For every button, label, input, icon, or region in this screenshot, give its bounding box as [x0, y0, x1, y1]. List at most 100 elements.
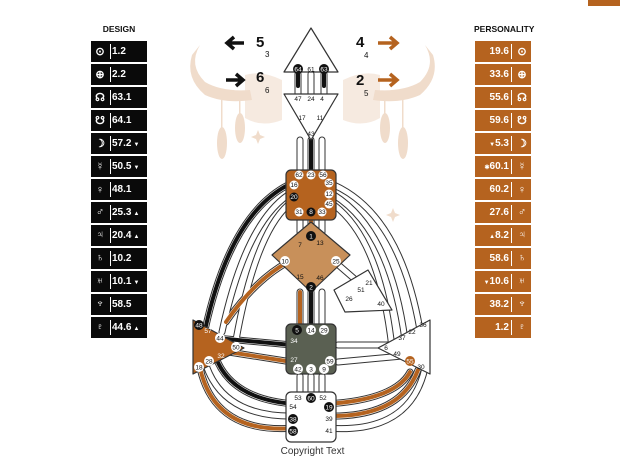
gate-49: 49: [393, 351, 401, 358]
direction-arrow-icon: ▲: [489, 233, 496, 240]
design-value: 2.2: [112, 69, 126, 81]
personality-value: 60.2: [489, 184, 509, 195]
personality-row-uranus[interactable]: ▼10.6♅: [475, 270, 531, 293]
design-value: 44.6: [112, 321, 132, 333]
star-icon: ✱: [484, 165, 490, 172]
design-value: 25.3: [112, 206, 132, 218]
pluto-icon: ♇: [517, 321, 527, 334]
direction-arrow-icon: ▼: [133, 279, 140, 286]
personality-row-saturn[interactable]: 58.6♄: [475, 247, 531, 270]
design-row-uranus[interactable]: ♅10.1▼: [91, 270, 147, 293]
gate-45: 45: [325, 201, 333, 208]
gate-31: 31: [295, 209, 303, 216]
design-value: 1.2: [112, 46, 126, 58]
pluto-icon: ♇: [95, 321, 105, 334]
arrow-right-icon: [378, 72, 400, 88]
gate-29: 29: [320, 328, 328, 335]
personality-row-jupiter[interactable]: ▲8.2♃: [475, 224, 531, 247]
jupiter-icon: ♃: [517, 229, 527, 242]
personality-row-venus[interactable]: 60.2 ♀: [475, 178, 531, 201]
gate-23: 23: [307, 172, 315, 179]
design-value: 63.1: [112, 92, 132, 104]
gate-11: 11: [317, 115, 324, 122]
variable-top-right-big: 4: [356, 34, 365, 51]
gate-58: 58: [289, 429, 297, 436]
gate-48: 48: [195, 323, 203, 330]
personality-row-mercury[interactable]: ✱60.1 ☿: [475, 155, 531, 178]
design-row-neptune[interactable]: ♆58.5: [91, 293, 147, 316]
mars-icon: ♂: [517, 206, 527, 219]
design-row-mercury[interactable]: ☿50.5▼: [91, 155, 147, 178]
north-node-icon: ☊: [95, 92, 105, 105]
design-row-saturn[interactable]: ♄ 10.2: [91, 247, 147, 270]
corner-accent-tab[interactable]: [588, 0, 620, 6]
personality-row-south-node[interactable]: 59.6☋: [475, 109, 531, 132]
saturn-icon: ♄: [95, 252, 105, 265]
neptune-icon: ♆: [95, 298, 105, 311]
mercury-icon: ☿: [95, 160, 105, 173]
personality-value: 19.6: [489, 46, 509, 58]
design-value: 20.4: [112, 229, 132, 241]
mercury-icon: ☿: [517, 160, 527, 173]
design-row-pluto[interactable]: ♇44.6▲: [91, 316, 147, 338]
personality-row-moon[interactable]: ▼5.3☽: [475, 132, 531, 155]
design-row-south-node[interactable]: ☋64.1: [91, 109, 147, 132]
gate-41: 41: [325, 428, 333, 435]
gate-4: 4: [320, 96, 324, 103]
personality-value: 10.6: [489, 275, 509, 287]
variable-bottom-left-big: 6: [256, 69, 264, 86]
design-row-north-node[interactable]: ☊ 63.1: [91, 86, 147, 109]
design-row-earth[interactable]: ⊕ 2.2: [91, 63, 147, 86]
gate-59: 59: [326, 359, 334, 366]
gate-8: 8: [309, 209, 313, 216]
variable-bottom-right-small: 5: [364, 89, 369, 98]
personality-row-sun[interactable]: 19.6⊙: [475, 41, 531, 63]
uranus-icon: ♅: [95, 275, 105, 288]
personality-row-earth[interactable]: 33.6⊕: [475, 63, 531, 86]
gate-56: 56: [319, 172, 327, 179]
personality-row-mars[interactable]: 27.6♂: [475, 201, 531, 224]
gate-12: 12: [325, 191, 333, 198]
gate-27: 27: [290, 357, 298, 364]
gate-15: 15: [296, 274, 304, 281]
gate-10: 10: [281, 259, 289, 266]
design-row-sun[interactable]: ⊙1.2: [91, 41, 147, 63]
ajna-center: [283, 93, 339, 141]
gate-3: 3: [309, 367, 313, 374]
earth-icon: ⊕: [95, 69, 105, 82]
gate-17: 17: [298, 115, 306, 122]
arrow-right-icon: [226, 72, 246, 88]
gate-52: 52: [319, 395, 327, 402]
personality-value: 1.2: [495, 321, 509, 333]
venus-icon: ♀: [517, 183, 527, 196]
gate-38: 38: [289, 417, 297, 424]
personality-planet-list: 19.6⊙ 33.6⊕ 55.6☊ 59.6☋ ▼5.3☽ ✱60.1 ☿ 60.…: [475, 41, 531, 340]
personality-row-north-node[interactable]: 55.6☊: [475, 86, 531, 109]
design-row-jupiter[interactable]: ♃20.4▲: [91, 224, 147, 247]
south-node-icon: ☋: [95, 115, 105, 128]
moon-icon: ☽: [95, 138, 105, 151]
gate-26: 26: [345, 296, 353, 303]
gate-60: 60: [307, 396, 315, 403]
design-row-mars[interactable]: ♂25.3▲: [91, 201, 147, 224]
design-row-moon[interactable]: ☽57.2▼: [91, 132, 147, 155]
personality-value: 60.1: [489, 161, 509, 173]
gate-16: 16: [290, 182, 298, 189]
gate-50: 50: [232, 345, 240, 352]
gate-62: 62: [295, 172, 303, 179]
personality-row-neptune[interactable]: 38.2♆: [475, 293, 531, 316]
design-value: 10.2: [112, 252, 132, 264]
gate-47: 47: [294, 96, 302, 103]
gate-53: 53: [294, 395, 302, 402]
gate-28: 28: [205, 359, 213, 366]
personality-value: 33.6: [489, 69, 509, 81]
mars-icon: ♂: [95, 206, 105, 219]
design-row-venus[interactable]: ♀48.1: [91, 178, 147, 201]
personality-value: 55.6: [489, 92, 509, 104]
gate-33: 33: [318, 209, 326, 216]
arrow-left-icon: [224, 35, 244, 51]
gate-36: 36: [419, 322, 427, 329]
personality-row-pluto[interactable]: 1.2 ♇: [475, 316, 531, 338]
gate-24: 24: [307, 96, 315, 103]
